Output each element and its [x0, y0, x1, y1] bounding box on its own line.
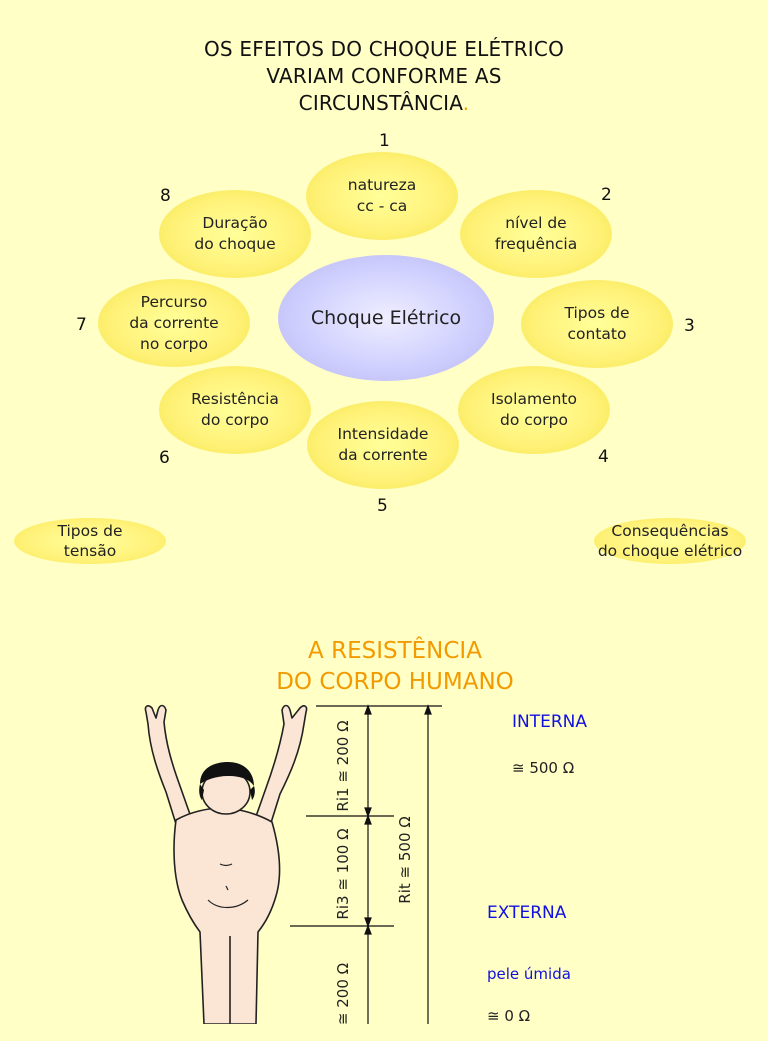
ri-bottom-label: ≅ 200 Ω	[334, 962, 352, 1026]
interna-value: ≅ 500 Ω	[512, 759, 575, 777]
ri1-label: Ri1 ≅ 200 Ω	[334, 720, 352, 812]
title-dot: .	[462, 91, 470, 115]
title-line-3: CIRCUNSTÂNCIA.	[298, 91, 470, 115]
petal-number-5: 5	[377, 496, 388, 516]
petal-number-7: 7	[76, 315, 87, 335]
center-node-label: Choque Elétrico	[310, 307, 462, 329]
petal-number-4: 4	[598, 447, 609, 467]
petal-number-6: 6	[159, 448, 170, 468]
page-title: OS EFEITOS DO CHOQUE ELÉTRICO VARIAM CON…	[0, 36, 768, 117]
pele-umida-label: pele úmida	[487, 965, 571, 983]
petal-number-1: 1	[379, 131, 390, 151]
petal-number-3: 3	[684, 316, 695, 336]
petal-number-2: 2	[601, 185, 612, 205]
rit-label: Rit ≅ 500 Ω	[396, 816, 414, 904]
title-line-1: OS EFEITOS DO CHOQUE ELÉTRICO	[203, 37, 565, 61]
pele-umida-value: ≅ 0 Ω	[487, 1007, 531, 1025]
ri3-label: Ri3 ≅ 100 Ω	[334, 828, 352, 920]
section-title: A RESISTÊNCIA DO CORPO HUMANO	[276, 638, 514, 695]
resistance-dimension-lines	[290, 704, 442, 1024]
center-node: Choque Elétrico	[278, 255, 494, 381]
externa-label: EXTERNA	[487, 903, 567, 923]
petal-number-8: 8	[160, 186, 171, 206]
interna-label: INTERNA	[512, 712, 588, 732]
human-body-illustration	[144, 704, 308, 1024]
title-line-2: VARIAM CONFORME AS	[266, 64, 502, 88]
